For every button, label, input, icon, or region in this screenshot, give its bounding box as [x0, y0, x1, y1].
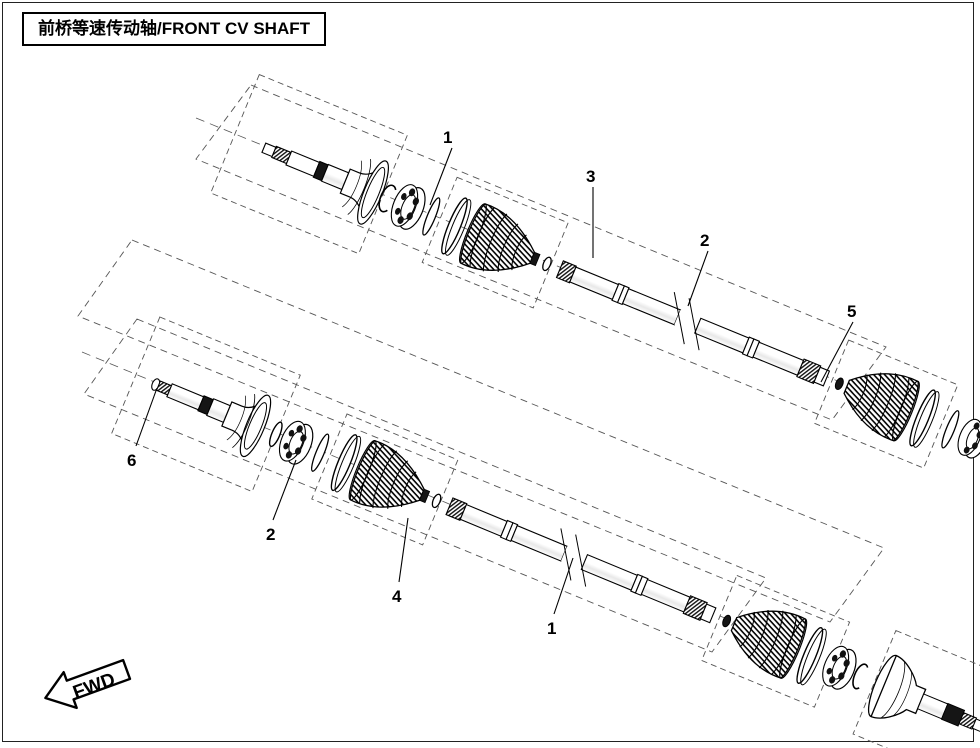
upper-tripod-spider-2	[957, 418, 980, 459]
lower-cv-shaft-assembly	[111, 316, 980, 748]
lower-outer-boot-clamp	[722, 614, 732, 628]
lower-outer-cv-boot	[730, 609, 808, 679]
callout-number-2-lower: 2	[266, 525, 276, 544]
callout-number-4: 4	[392, 587, 402, 606]
upper-circlip-1	[378, 184, 397, 213]
page-title-text: 前桥等速传动轴/FRONT CV SHAFT	[38, 19, 310, 38]
lower-tripod-spider	[278, 420, 314, 465]
upper-boot-2-box	[813, 339, 959, 469]
lower-outer-cv-joint-housing	[221, 394, 272, 458]
lower-cv-boot	[348, 439, 431, 509]
lower-boot-1-box	[701, 574, 851, 708]
fwd-label: FWD	[70, 669, 118, 704]
callout-number-1-upper: 1	[443, 128, 453, 147]
lower-inner-joint-box	[852, 629, 980, 748]
leader-6	[135, 387, 158, 447]
callout-leader-lines	[135, 147, 854, 615]
upper-shaft-outer-box	[195, 84, 887, 421]
lower-shaft-break-lines	[560, 528, 587, 587]
upper-tripod-spider	[390, 184, 426, 230]
lower-outer-boot-retainer	[796, 626, 827, 686]
callout-number-5: 5	[847, 302, 857, 321]
callout-number-3: 3	[586, 167, 596, 186]
lower-retaining-ring-1	[310, 433, 330, 472]
lower-circlip-1	[268, 421, 283, 448]
upper-inner-cv-boot	[843, 372, 920, 442]
upper-boot-clamp-small	[542, 256, 552, 272]
lower-circlip-2	[852, 663, 869, 690]
upper-front-cv-shaft	[555, 260, 831, 387]
page-title: 前桥等速传动轴/FRONT CV SHAFT	[22, 12, 326, 47]
leader-1-upper	[429, 147, 453, 206]
upper-retaining-ring-2	[941, 410, 960, 449]
leader-5	[820, 321, 854, 383]
upper-inner-boot-clamp	[834, 377, 844, 390]
upper-inner-boot-retainer	[909, 389, 940, 448]
lower-stub-shaft	[151, 378, 231, 424]
leader-4	[398, 517, 409, 583]
callout-number-6: 6	[127, 451, 137, 470]
lower-shaft-outer-box	[77, 239, 885, 623]
fwd-arrow-icon: FWD	[44, 658, 132, 710]
lower-shaft-inner-envelope	[83, 318, 767, 653]
upper-cv-shaft-assembly	[210, 73, 980, 469]
upper-stub-shaft	[261, 142, 350, 191]
callout-number-1-lower: 1	[547, 619, 557, 638]
lower-boot-clamp-small	[431, 493, 442, 509]
callout-number-2-upper: 2	[700, 231, 710, 250]
upper-cv-boot	[458, 203, 541, 273]
lower-front-cv-shaft	[445, 497, 717, 624]
leader-2-upper	[687, 250, 709, 307]
leader-2-lower	[272, 459, 297, 521]
lower-boot-retainer-ring	[330, 434, 362, 493]
upper-outer-cv-joint-housing	[339, 159, 389, 225]
leader-1-lower	[553, 557, 574, 615]
lower-right-cv-joint-housing	[867, 654, 980, 733]
lower-tripod-spider-2	[822, 645, 857, 690]
upper-shaft-break-lines	[673, 292, 700, 351]
upper-retaining-ring-1	[422, 197, 441, 236]
upper-outer-joint-box	[210, 73, 408, 255]
